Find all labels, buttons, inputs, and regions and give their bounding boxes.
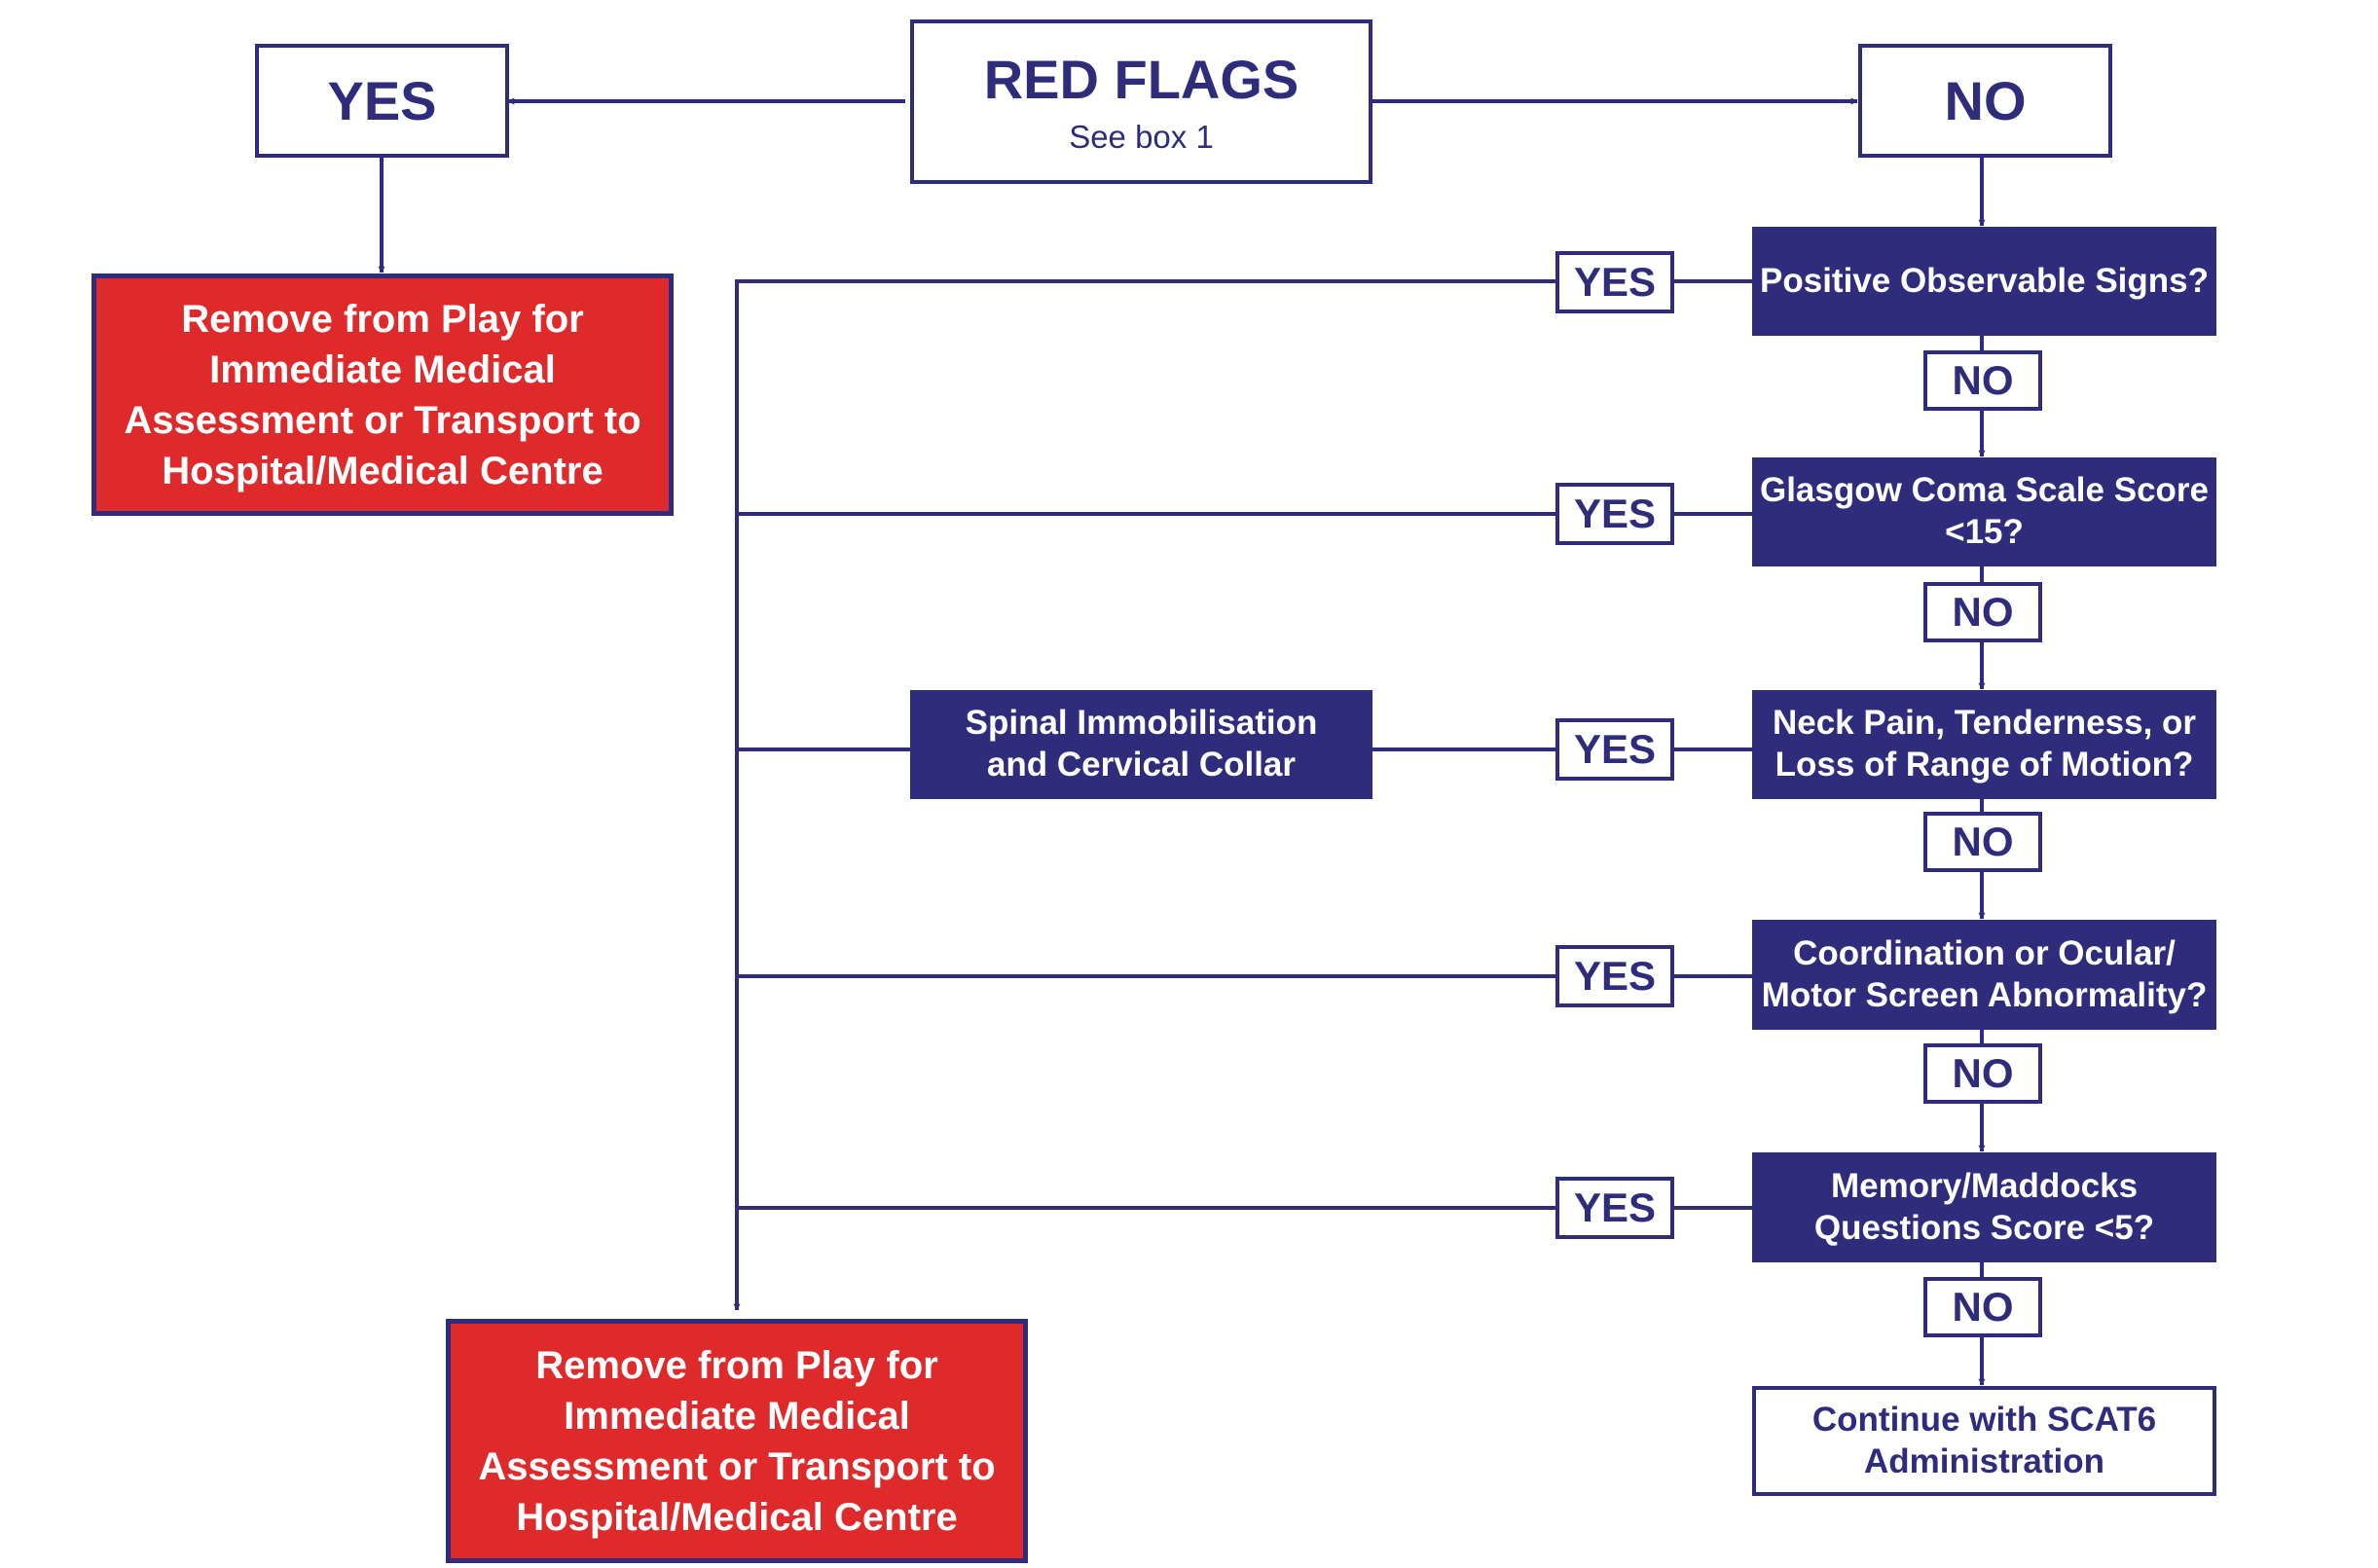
yes-tag-memory: YES — [1555, 1177, 1674, 1239]
continue-scat6-box: Continue with SCAT6 Administration — [1752, 1386, 2216, 1496]
no-tag-neck-pain: NO — [1923, 812, 2042, 872]
red-flags-subtitle: See box 1 — [1069, 119, 1214, 156]
remove-from-play-bottom: Remove from Play for Immediate Medical A… — [446, 1319, 1028, 1563]
no-tag-glasgow-coma-scale: NO — [1923, 582, 2042, 642]
top-yes-box: YES — [255, 44, 509, 158]
yes-tag-glasgow-coma-scale: YES — [1555, 483, 1674, 545]
red-flags-box: RED FLAGS See box 1 — [910, 19, 1372, 184]
question-neck-pain: Neck Pain, Tenderness, or Loss of Range … — [1752, 690, 2216, 799]
remove-from-play-top: Remove from Play for Immediate Medical A… — [91, 273, 674, 516]
question-observable-signs: Positive Observable Signs? — [1752, 227, 2216, 336]
question-glasgow-coma-scale: Glasgow Coma Scale Score <15? — [1752, 457, 2216, 566]
question-memory-maddocks: Memory/Maddocks Questions Score <5? — [1752, 1152, 2216, 1262]
yes-tag-observable-signs: YES — [1555, 251, 1674, 313]
no-tag-memory: NO — [1923, 1277, 2042, 1337]
spinal-immobilisation-box: Spinal Immobilisation and Cervical Colla… — [910, 690, 1372, 799]
top-no-box: NO — [1858, 44, 2112, 158]
yes-tag-coordination: YES — [1555, 945, 1674, 1007]
yes-tag-neck-pain: YES — [1555, 718, 1674, 781]
no-tag-observable-signs: NO — [1923, 350, 2042, 411]
question-coordination-ocular-motor: Coordination or Ocular/ Motor Screen Abn… — [1752, 920, 2216, 1030]
no-tag-coordination: NO — [1923, 1043, 2042, 1104]
red-flags-title: RED FLAGS — [983, 49, 1299, 111]
